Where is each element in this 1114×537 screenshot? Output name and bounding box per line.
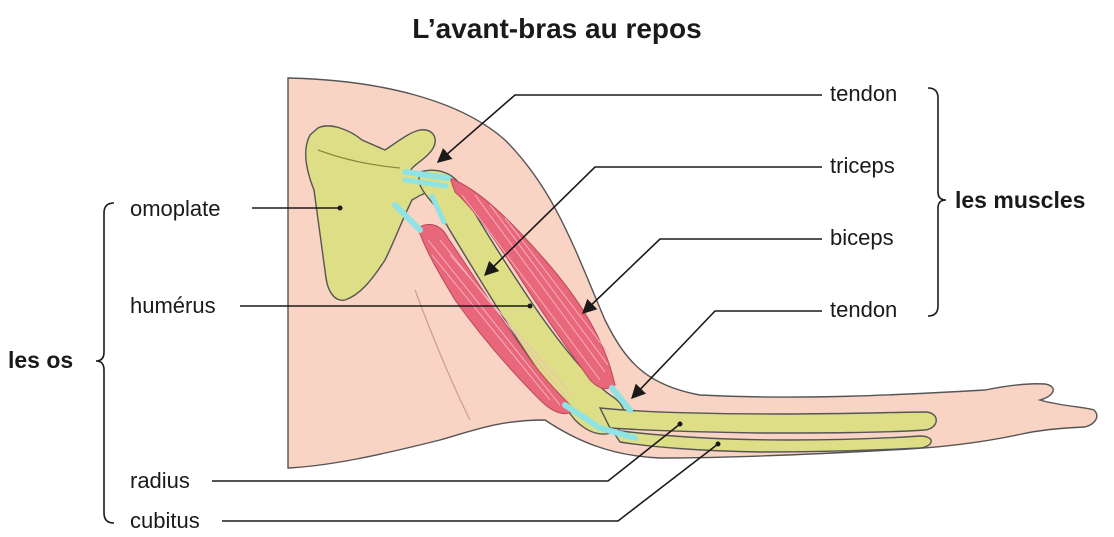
label-omoplate: omoplate — [130, 196, 221, 221]
label-triceps: triceps — [830, 153, 895, 178]
pointer-dot-omoplate — [338, 206, 343, 211]
group-label-os: les os — [8, 347, 73, 373]
label-tendon-top: tendon — [830, 81, 897, 106]
brace-muscles — [928, 88, 946, 316]
group-label-muscles: les muscles — [955, 187, 1085, 213]
label-humerus: humérus — [130, 293, 216, 318]
label-radius: radius — [130, 468, 190, 493]
pointer-dot-humerus — [528, 304, 533, 309]
label-biceps: biceps — [830, 225, 894, 250]
label-tendon-bottom: tendon — [830, 297, 897, 322]
pointer-dot-radius — [678, 422, 683, 427]
pointer-dot-cubitus — [716, 442, 721, 447]
diagram-title: L’avant-bras au repos — [412, 13, 701, 44]
forearm-bones — [600, 408, 936, 452]
leader-biceps — [583, 239, 822, 313]
brace-os — [96, 203, 114, 523]
label-cubitus: cubitus — [130, 508, 200, 533]
